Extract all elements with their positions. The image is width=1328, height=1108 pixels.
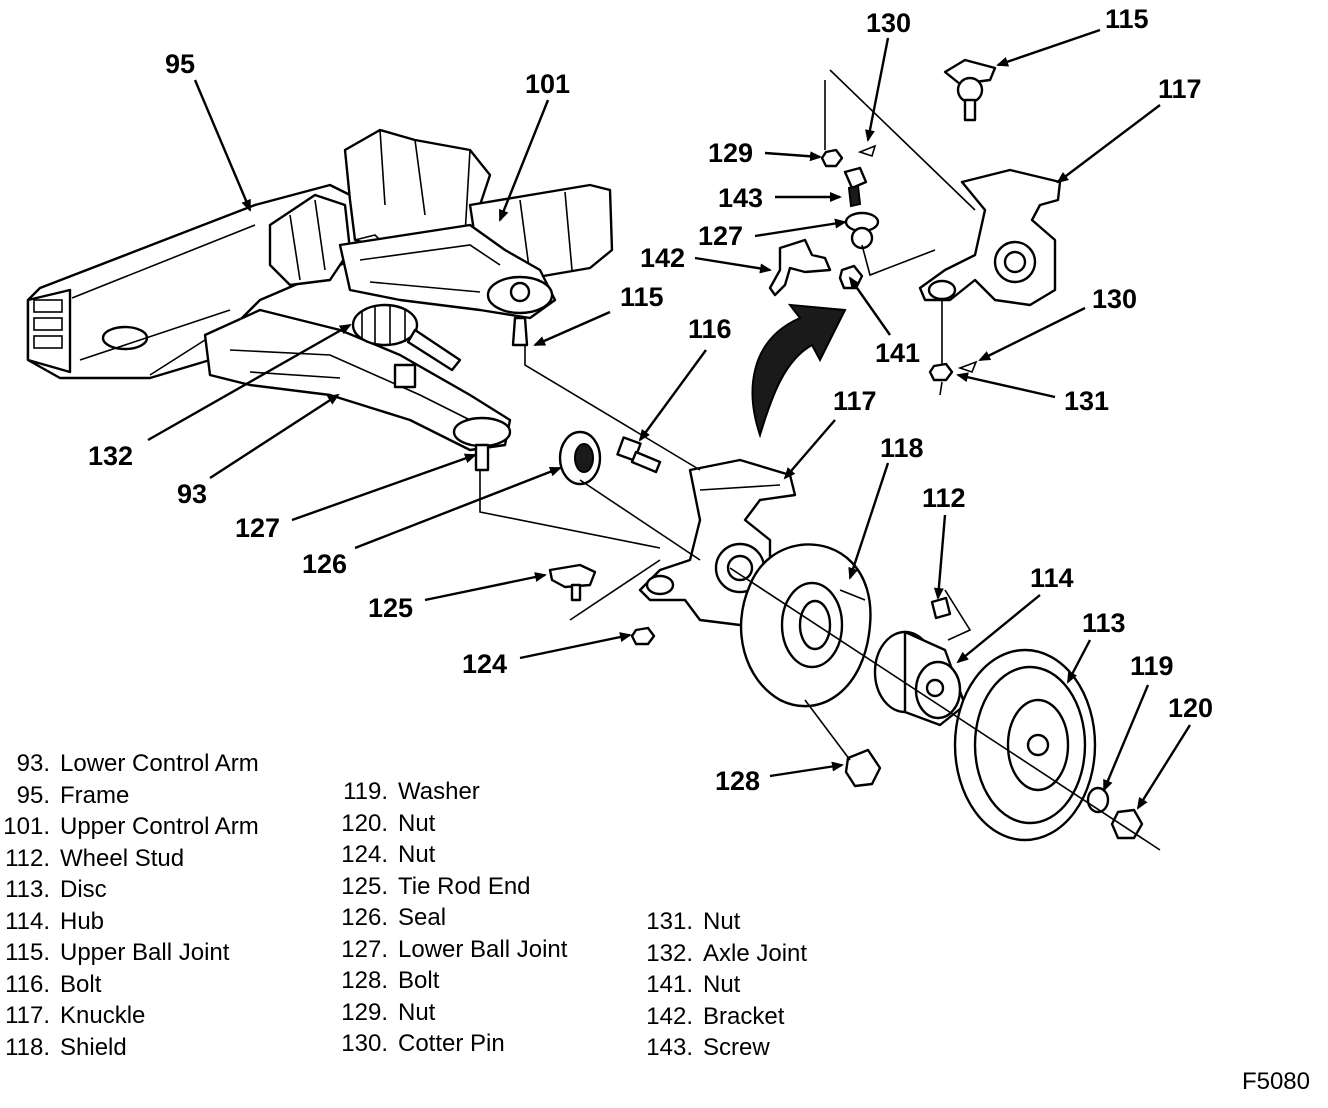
axle-joint-drawing bbox=[351, 303, 462, 372]
callout-93: 93 bbox=[177, 479, 207, 509]
lower-ball-joint-upper-drawing bbox=[844, 211, 880, 250]
callout-127-top: 127 bbox=[698, 221, 743, 251]
legend-item: 130.Cotter Pin bbox=[341, 1030, 505, 1057]
legend-column-2: 119.Washer 120.Nut 124.Nut 125.Tie Rod E… bbox=[340, 776, 567, 1060]
rotation-arrow-icon bbox=[751, 303, 847, 439]
legend-column-3: 131.Nut 132.Axle Joint 141.Nut 142.Brack… bbox=[645, 906, 807, 1064]
nut-124-drawing bbox=[630, 626, 656, 646]
leader-lines bbox=[147, 28, 1192, 810]
nut-141-drawing bbox=[838, 264, 864, 290]
disc-drawing bbox=[953, 648, 1097, 842]
legend-item: 113.Disc bbox=[5, 876, 107, 903]
nut-131-drawing bbox=[928, 362, 954, 382]
callout-126: 126 bbox=[302, 549, 347, 579]
legend-item: 142.Bracket bbox=[646, 1002, 785, 1030]
legend-item: 114.Hub bbox=[5, 907, 105, 935]
bolt-116-drawing bbox=[616, 436, 662, 474]
legend-item: 131.Nut bbox=[646, 908, 741, 935]
callout-116: 116 bbox=[688, 314, 732, 344]
bolt-128-drawing bbox=[844, 748, 882, 788]
legend-item: 116.Bolt bbox=[5, 970, 102, 998]
callout-117-bottom: 117 bbox=[833, 386, 877, 416]
legend-item: 128.Bolt bbox=[341, 967, 440, 994]
cotter-pin-right-drawing bbox=[957, 360, 978, 373]
callout-112: 112 bbox=[922, 483, 966, 513]
tie-rod-end-drawing bbox=[548, 563, 597, 602]
shield-drawing bbox=[739, 543, 872, 708]
callout-119: 119 bbox=[1130, 651, 1174, 681]
callout-113: 113 bbox=[1082, 608, 1126, 638]
upper-control-arm-drawing bbox=[338, 223, 557, 347]
legend-item: 112.Wheel Stud bbox=[5, 844, 185, 872]
legend-item: 118.Shield bbox=[5, 1033, 127, 1061]
legend-item: 115.Upper Ball Joint bbox=[5, 939, 230, 966]
legend-item: 127.Lower Ball Joint bbox=[341, 935, 568, 963]
legend-item: 125.Tie Rod End bbox=[341, 872, 531, 900]
callout-128: 128 bbox=[715, 766, 760, 796]
legend-item: 101.Upper Control Arm bbox=[3, 813, 259, 840]
legend-item: 141.Nut bbox=[646, 971, 741, 998]
callout-117-top: 117 bbox=[1158, 74, 1202, 104]
legend-item: 120.Nut bbox=[341, 809, 436, 837]
seal-drawing bbox=[558, 430, 602, 486]
legend-item: 93.Lower Control Arm bbox=[16, 750, 259, 777]
legend-item: 143.Screw bbox=[646, 1034, 770, 1061]
callout-101: 101 bbox=[525, 69, 570, 99]
legend-item: 129.Nut bbox=[341, 998, 436, 1026]
callout-143: 143 bbox=[718, 183, 763, 213]
callout-115-mid: 115 bbox=[620, 282, 664, 312]
legend-item: 132.Axle Joint bbox=[646, 939, 808, 967]
callout-125: 125 bbox=[368, 593, 413, 623]
callout-124: 124 bbox=[462, 649, 507, 679]
callout-130-top: 130 bbox=[866, 8, 911, 38]
legend-item: 95.Frame bbox=[16, 781, 130, 809]
upper-ball-joint-drawing bbox=[943, 58, 997, 122]
callout-114: 114 bbox=[1030, 563, 1074, 593]
legend-column-1: 93.Lower Control Arm 95.Frame 101.Upper … bbox=[0, 748, 259, 1063]
nut-120-drawing bbox=[1110, 808, 1144, 840]
callout-129: 129 bbox=[708, 138, 753, 168]
hub-drawing bbox=[873, 630, 967, 727]
bracket-drawing bbox=[768, 238, 832, 297]
callout-numbers: 95 101 130 115 117 129 143 127 142 115 1… bbox=[88, 4, 1213, 796]
lower-control-arm-drawing bbox=[203, 308, 512, 472]
cotter-pin-drawing bbox=[857, 144, 877, 158]
assembly-lines bbox=[479, 69, 1161, 851]
screw-143-drawing bbox=[843, 166, 868, 208]
callout-142: 142 bbox=[640, 243, 685, 273]
legend-item: 119.Washer bbox=[343, 778, 480, 805]
figure-code: F5080 bbox=[1241, 1068, 1310, 1095]
callout-95: 95 bbox=[165, 49, 195, 79]
callout-118: 118 bbox=[880, 433, 924, 463]
legend-item: 124.Nut bbox=[341, 841, 436, 868]
callout-115-top: 115 bbox=[1105, 4, 1149, 34]
wheel-stud-drawing bbox=[930, 596, 952, 620]
callout-131: 131 bbox=[1064, 386, 1109, 416]
callout-132: 132 bbox=[88, 441, 133, 471]
callout-130-right: 130 bbox=[1092, 284, 1137, 314]
callout-127-bottom: 127 bbox=[235, 513, 280, 543]
legend-item: 126.Seal bbox=[341, 904, 447, 931]
callout-120: 120 bbox=[1168, 693, 1213, 723]
legend-item: 117.Knuckle bbox=[5, 1002, 146, 1029]
nut-129-drawing bbox=[820, 148, 844, 168]
callout-141: 141 bbox=[875, 338, 920, 368]
knuckle-upper-drawing bbox=[918, 168, 1062, 307]
